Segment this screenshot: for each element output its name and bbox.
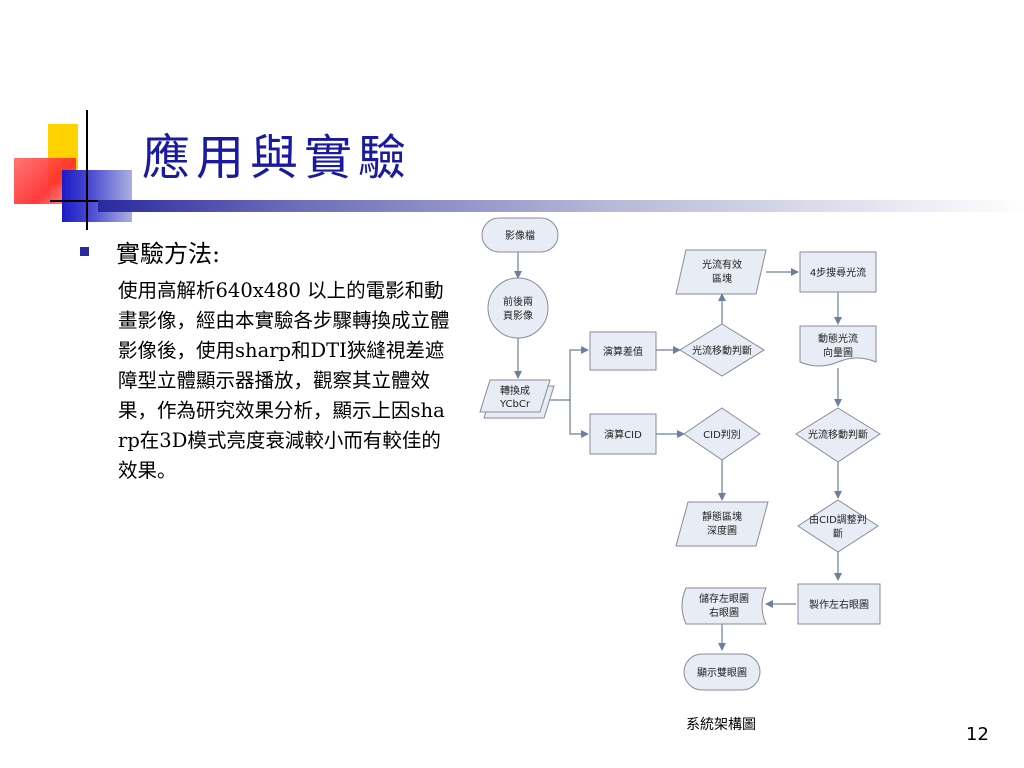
- label-static-depth-2: 深度圖: [707, 524, 737, 537]
- deco-blue-square: [62, 170, 132, 222]
- node-static-depth-map: [675, 501, 769, 547]
- label-calc-cid: 演算CID: [604, 428, 642, 441]
- label-image-file: 影像檔: [505, 229, 535, 242]
- title-underline: [98, 200, 1024, 212]
- arrow-convert-to-cid: [569, 400, 589, 438]
- node-cid-judge: [683, 407, 761, 461]
- node-calc-diff: [589, 331, 657, 371]
- label-calc-diff: 演算差值: [603, 345, 643, 358]
- label-cid-adjust-2: 斷: [833, 527, 843, 540]
- label-convert-1: 轉換成: [500, 384, 530, 397]
- label-valid-block-2: 區塊: [712, 272, 732, 285]
- label-store-lr-1: 儲存左眼圖: [699, 592, 749, 605]
- bullet-body-text: 使用高解析640x480 以上的電影和動畫影像，經由本實驗各步驟轉換成立體影像後…: [118, 279, 450, 482]
- node-image-file: [481, 217, 559, 253]
- arrow-convert-to-diff: [550, 346, 589, 401]
- node-valid-block: [675, 249, 767, 295]
- node-convert-ycbcr: [479, 379, 551, 413]
- node-four-step-search: [799, 251, 877, 293]
- node-make-lr-eye: [797, 583, 881, 625]
- label-static-depth-1: 靜態區塊: [702, 510, 742, 523]
- node-cid-adjust-judge: [797, 499, 879, 553]
- label-four-step: 4步搜尋光流: [810, 266, 866, 279]
- label-flow-move-judge-1: 光流移動判斷: [692, 344, 752, 357]
- page-number: 12: [966, 724, 989, 745]
- label-cid-adjust-1: 由CID調整判: [809, 513, 867, 526]
- node-flow-move-judge-2: [795, 407, 881, 463]
- label-convert-2: YCbCr: [499, 399, 531, 410]
- label-make-lr: 製作左右眼圖: [809, 598, 869, 611]
- label-dyn-flow-2: 向量圖: [823, 346, 853, 359]
- label-valid-block-1: 光流有效: [702, 258, 742, 271]
- node-prev-next-images: [487, 277, 549, 339]
- label-show-stereo: 顯示雙眼圖: [697, 666, 747, 679]
- node-calc-cid: [589, 413, 657, 455]
- label-prev-next-2: 頁影像: [503, 310, 533, 322]
- deco-vertical-line: [86, 110, 88, 230]
- node-dynamic-flow-map: [799, 325, 877, 367]
- system-flowchart: 影像檔 前後兩 頁影像 轉換成 YCbCr 演算差值 演算CID 光流移動判斷 …: [479, 217, 881, 691]
- bullet-heading: 實驗方法:: [116, 240, 221, 268]
- label-cid-judge: CID判別: [703, 429, 741, 441]
- label-flow-move-judge-2: 光流移動判斷: [808, 428, 868, 441]
- label-prev-next-1: 前後兩: [503, 295, 533, 308]
- node-flow-move-judge-1: [679, 323, 765, 377]
- diagram-caption: 系統架構圖: [686, 717, 756, 733]
- bullet-marker: [80, 247, 89, 256]
- label-store-lr-2: 右眼圖: [709, 606, 739, 619]
- node-store-lr-eye: [681, 587, 767, 625]
- label-dyn-flow-1: 動態光流: [818, 332, 858, 345]
- deco-horizontal-line: [50, 200, 134, 202]
- slide-title: 應用與實驗: [142, 130, 413, 186]
- node-show-stereo: [683, 653, 761, 691]
